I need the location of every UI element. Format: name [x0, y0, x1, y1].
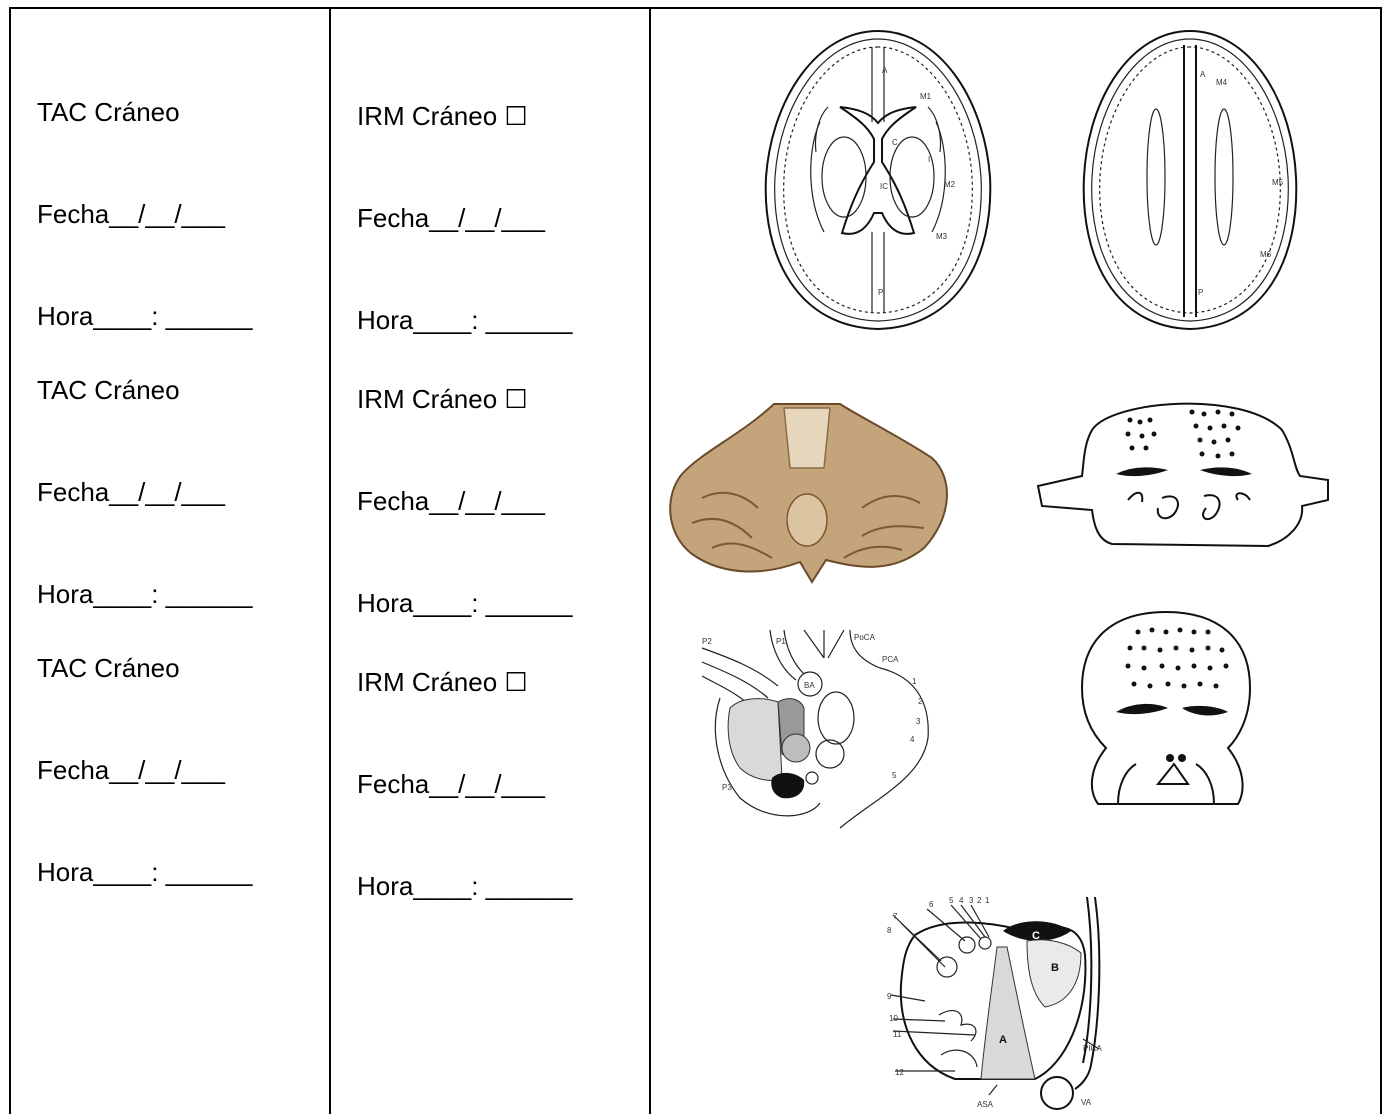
fig7-label: 10: [889, 1014, 898, 1023]
fig7-label: A: [999, 1034, 1007, 1046]
fig7-label: 4: [959, 896, 964, 905]
tac-time-field[interactable]: Hora____: ______: [37, 855, 252, 889]
irm-checkbox-label[interactable]: IRM Cráneo ☐: [357, 382, 572, 416]
fig5-label: 4: [910, 735, 915, 744]
fig5-label: 2: [918, 697, 923, 706]
fig5-label: 1: [912, 677, 917, 686]
fig7-label: 5: [949, 896, 954, 905]
fig7-label: 12: [895, 1068, 904, 1077]
tac-date-field[interactable]: Fecha__/__/___: [37, 753, 252, 787]
fig1-label: P: [878, 288, 883, 297]
fig7-label: 9: [887, 992, 892, 1001]
fig7-label: PICA: [1083, 1044, 1102, 1053]
fig7-label: 8: [887, 926, 892, 935]
tac-title: TAC Cráneo: [37, 95, 252, 129]
medulla-vascular-territories-figure: 6 5 4 3 2 1 7 8 9 10 11 12 C B A PICA AS…: [885, 895, 1113, 1111]
fig5-label: 5: [892, 771, 897, 780]
fig7-label: B: [1051, 962, 1059, 974]
fig5-label: P2: [702, 637, 712, 646]
pons-outline-figure: [1032, 390, 1332, 550]
fig5-label: PCA: [882, 655, 899, 664]
fig1-label: M3: [936, 232, 948, 241]
column-divider-1: [329, 7, 331, 1114]
fig2-label: A: [1200, 70, 1206, 79]
fig7-label: 1: [985, 896, 990, 905]
irm-checkbox-label[interactable]: IRM Cráneo ☐: [357, 99, 572, 133]
fig1-label: A: [882, 66, 888, 75]
fig7-label: 7: [893, 912, 898, 921]
fig7-label: 6: [929, 900, 934, 909]
fig7-label: 11: [893, 1030, 902, 1039]
fig7-label: C: [1032, 930, 1040, 942]
medulla-outline-figure: [1078, 608, 1254, 813]
irm-time-field[interactable]: Hora____: ______: [357, 869, 572, 903]
tac-title: TAC Cráneo: [37, 651, 252, 685]
fig7-label: 2: [977, 896, 982, 905]
fig7-label: VA: [1081, 1098, 1092, 1107]
fig2-label: P: [1198, 288, 1203, 297]
irm-date-field[interactable]: Fecha__/__/___: [357, 201, 572, 235]
tac-date-field[interactable]: Fecha__/__/___: [37, 197, 252, 231]
fig2-label: M5: [1272, 178, 1284, 187]
fig5-label: BA: [804, 681, 815, 690]
column-divider-2: [649, 7, 651, 1114]
fig5-label: P3: [722, 783, 732, 792]
fig5-label: 3: [916, 717, 921, 726]
fig2-label: M4: [1216, 78, 1228, 87]
tac-date-field[interactable]: Fecha__/__/___: [37, 475, 252, 509]
fig1-label: IC: [880, 182, 888, 191]
irm-block-3: IRM Cráneo ☐ Fecha__/__/___ Hora____: __…: [357, 597, 572, 937]
thalamus-vascular-territories-figure: P2 P1 PoCA PCA BA 1 2 3 4 5 P3: [700, 628, 940, 833]
tac-title: TAC Cráneo: [37, 373, 252, 407]
tac-block-3: TAC Cráneo Fecha__/__/___ Hora____: ____…: [37, 583, 252, 923]
axial-brain-supraventricular-figure: A M4 M5 M6 P: [1076, 27, 1304, 332]
irm-date-field[interactable]: Fecha__/__/___: [357, 484, 572, 518]
fig1-label: C: [892, 138, 898, 147]
fig7-label: ASA: [977, 1100, 994, 1109]
fig7-label: 3: [969, 896, 974, 905]
fig5-label: PoCA: [854, 633, 876, 642]
fig1-label: I: [928, 155, 930, 164]
cerebellum-section-figure: [662, 398, 954, 588]
fig1-label: M2: [944, 180, 956, 189]
fig2-label: M6: [1260, 250, 1272, 259]
fig5-label: P1: [776, 637, 786, 646]
fig1-label: M1: [920, 92, 932, 101]
irm-checkbox-label[interactable]: IRM Cráneo ☐: [357, 665, 572, 699]
irm-date-field[interactable]: Fecha__/__/___: [357, 767, 572, 801]
axial-brain-basal-ganglia-figure: A M1 C I IC M2 M3 P: [758, 27, 998, 332]
